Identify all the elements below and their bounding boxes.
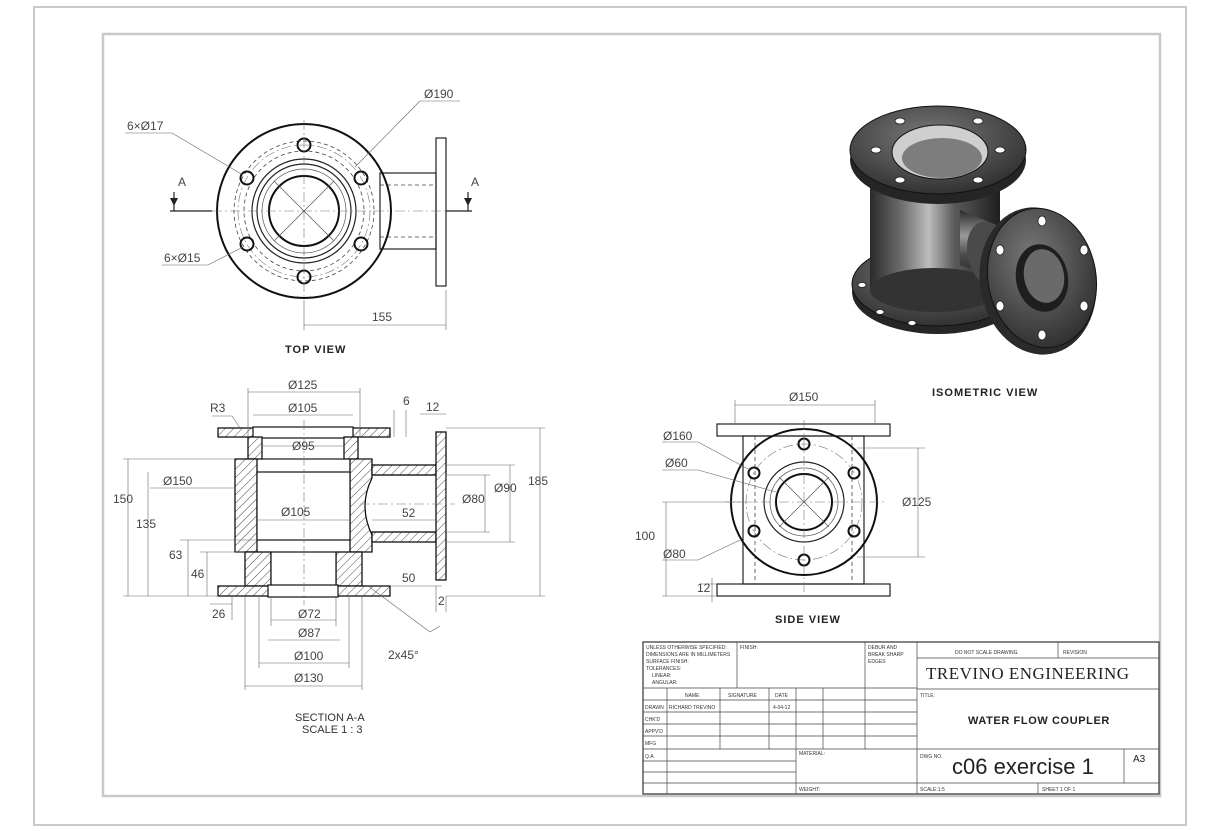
- tb-row-qa: Q.A: [645, 754, 654, 760]
- section-marker-right: A: [471, 175, 479, 189]
- tb-finish: FINISH:: [740, 645, 758, 651]
- tb-revision: REVISION: [1063, 650, 1087, 656]
- side-dim-d160: Ø160: [663, 429, 693, 443]
- top-view: A A 6×Ø17 6×Ø15 Ø190 155 TOP VIEW: [125, 87, 479, 356]
- section-view: Ø125 R3 Ø105 6 12 Ø95 Ø150 150 135 Ø105 …: [113, 378, 548, 736]
- sec-dim-2: 2: [438, 594, 445, 608]
- sec-dim-150: 150: [113, 492, 133, 506]
- sec-dim-d95: Ø95: [292, 439, 315, 453]
- tb-row-appvd: APPV'D: [645, 729, 663, 735]
- sec-dim-d90: Ø90: [494, 481, 517, 495]
- side-dim-d150: Ø150: [789, 390, 819, 404]
- tb-drawn-date: 4-04-12: [773, 705, 790, 711]
- tb-row-mfg: MFG: [645, 741, 656, 747]
- top-dim-holes-17: 6×Ø17: [127, 119, 164, 133]
- section-scale: SCALE 1 : 3: [302, 724, 363, 736]
- tb-tol-6: ANGULAR:: [652, 680, 678, 686]
- side-dim-d125: Ø125: [902, 495, 932, 509]
- side-view: Ø150 Ø160 Ø60 Ø125 100 Ø80 12 SIDE VIEW: [635, 390, 932, 626]
- inner-border: [101, 32, 1162, 798]
- section-label: SECTION A-A: [295, 712, 365, 724]
- tb-size: A3: [1133, 754, 1146, 765]
- tb-title: WATER FLOW COUPLER: [968, 715, 1110, 727]
- side-dim-12: 12: [697, 581, 711, 595]
- tb-tol-5: LINEAR:: [652, 673, 671, 679]
- sec-dim-d100: Ø100: [294, 649, 324, 663]
- side-dim-d60: Ø60: [665, 456, 688, 470]
- tb-drawn-name: RICHARD TREVINO: [669, 705, 715, 711]
- tb-row-drawn: DRAWN: [645, 705, 664, 711]
- tb-dwg-label: DWG NO.: [920, 754, 943, 760]
- outer-border: [33, 6, 1187, 826]
- tb-do-not-scale: DO NOT SCALE DRAWING: [955, 650, 1018, 656]
- tb-deburr-2: BREAK SHARP: [868, 652, 904, 658]
- sec-dim-12: 12: [426, 400, 440, 414]
- top-dim-flange-dia: Ø190: [424, 87, 454, 101]
- sec-dim-185: 185: [528, 474, 548, 488]
- tb-col-name: NAME: [685, 693, 700, 699]
- isometric-view: ISOMETRIC VIEW: [849, 105, 1098, 399]
- side-dim-100: 100: [635, 529, 655, 543]
- top-view-label: TOP VIEW: [285, 344, 346, 356]
- sec-dim-46: 46: [191, 567, 205, 581]
- sec-dim-6: 6: [403, 394, 410, 408]
- tb-weight-label: WEIGHT:: [799, 787, 820, 793]
- tb-sheet-label: SHEET 1 OF 1: [1042, 787, 1075, 793]
- section-marker-left: A: [178, 175, 186, 189]
- sec-dim-26: 26: [212, 607, 226, 621]
- sec-dim-135: 135: [136, 517, 156, 531]
- sec-dim-chamfer: 2x45°: [388, 648, 419, 662]
- tb-deburr-3: EDGES: [868, 659, 886, 665]
- tb-dwg-no: c06 exercise 1: [952, 754, 1094, 779]
- tb-material-label: MATERIAL:: [799, 751, 825, 757]
- sec-dim-52: 52: [402, 506, 416, 520]
- tb-scale-label: SCALE:1:5: [920, 787, 945, 793]
- tb-tol-3: SURFACE FINISH:: [646, 659, 689, 665]
- title-block: UNLESS OTHERWISE SPECIFIED: DIMENSIONS A…: [642, 641, 1160, 795]
- tb-tol-4: TOLERANCES:: [646, 666, 681, 672]
- sec-dim-d80: Ø80: [462, 492, 485, 506]
- sec-dim-d72: Ø72: [298, 607, 321, 621]
- side-view-label: SIDE VIEW: [775, 614, 841, 626]
- side-dim-d80: Ø80: [663, 547, 686, 561]
- top-dim-holes-15: 6×Ø15: [164, 251, 201, 265]
- tb-deburr-1: DEBUR AND: [868, 645, 898, 651]
- tb-col-date: DATE: [775, 693, 789, 699]
- sec-dim-d105-mid: Ø105: [281, 505, 311, 519]
- sec-dim-d125: Ø125: [288, 378, 318, 392]
- sec-dim-d105-top: Ø105: [288, 401, 318, 415]
- sec-dim-d87: Ø87: [298, 626, 321, 640]
- tb-tol-1: UNLESS OTHERWISE SPECIFIED:: [646, 645, 727, 651]
- sec-dim-r3: R3: [210, 401, 226, 415]
- tb-tol-2: DIMENSIONS ARE IN MILLIMETERS: [646, 652, 731, 658]
- tb-title-label: TITLE:: [920, 693, 935, 699]
- isometric-view-label: ISOMETRIC VIEW: [932, 387, 1038, 399]
- sec-dim-d150: Ø150: [163, 474, 193, 488]
- sec-dim-50: 50: [402, 571, 416, 585]
- tb-row-chkd: CHK'D: [645, 717, 661, 723]
- tb-company: TREVINO ENGINEERING: [926, 664, 1130, 683]
- sec-dim-d130: Ø130: [294, 671, 324, 685]
- sec-dim-63: 63: [169, 548, 183, 562]
- tb-col-signature: SIGNATURE: [728, 693, 757, 699]
- top-dim-offset: 155: [372, 310, 392, 324]
